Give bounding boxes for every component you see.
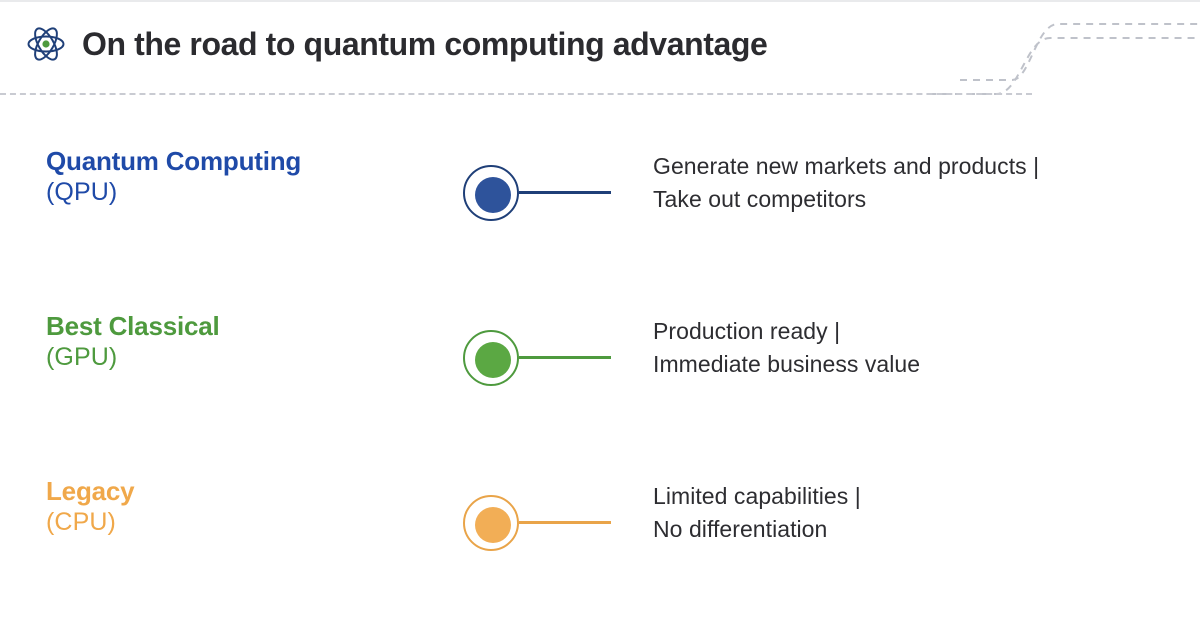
- header-divider: [0, 93, 1032, 95]
- marker-connector-line: [519, 356, 611, 359]
- tier-marker-legacy: [463, 495, 623, 557]
- tier-description-line-1: Limited capabilities |: [653, 483, 861, 509]
- top-hairline: [0, 0, 1200, 2]
- marker-connector-line: [519, 191, 611, 194]
- tier-marker-quantum-computing: [463, 165, 623, 227]
- tier-description-best-classical: Production ready | Immediate business va…: [653, 315, 1173, 380]
- tier-label-best-classical: Best Classical (GPU): [46, 311, 446, 373]
- tier-description-line-2: Immediate business value: [653, 350, 921, 377]
- tier-title: Legacy: [46, 476, 135, 506]
- header-inner: On the road to quantum computing advanta…: [26, 24, 768, 64]
- marker-connector-line: [519, 521, 611, 524]
- tier-label-quantum-computing: Quantum Computing (QPU): [46, 146, 446, 208]
- marker-ring-icon: [463, 165, 519, 221]
- tier-subtitle: (CPU): [46, 507, 116, 536]
- list-item: Legacy (CPU) Limited capabilities | No d…: [0, 476, 1200, 596]
- marker-dot-icon: [475, 177, 511, 213]
- marker-ring-icon: [463, 495, 519, 551]
- tier-title: Best Classical: [46, 311, 220, 341]
- marker-dot-icon: [475, 507, 511, 543]
- tier-description-line-1: Production ready |: [653, 318, 841, 344]
- tier-marker-best-classical: [463, 330, 623, 392]
- marker-dot-icon: [475, 342, 511, 378]
- tier-label-legacy: Legacy (CPU): [46, 476, 446, 538]
- tier-list: Quantum Computing (QPU) Generate new mar…: [0, 96, 1200, 627]
- tier-description-line-2: No differentiation: [653, 515, 828, 542]
- marker-ring-icon: [463, 330, 519, 386]
- tier-subtitle: (QPU): [46, 177, 118, 206]
- page-title: On the road to quantum computing advanta…: [82, 26, 768, 62]
- page-header: On the road to quantum computing advanta…: [0, 0, 1200, 96]
- atom-icon: [27, 27, 65, 61]
- tier-description-line-1: Generate new markets and products |: [653, 153, 1040, 179]
- header-decorative-lines: [930, 23, 1200, 95]
- tier-title: Quantum Computing: [46, 146, 302, 176]
- tier-subtitle: (GPU): [46, 342, 118, 371]
- list-item: Best Classical (GPU) Production ready | …: [0, 311, 1200, 431]
- list-item: Quantum Computing (QPU) Generate new mar…: [0, 146, 1200, 266]
- tier-description-line-2: Take out competitors: [653, 185, 867, 212]
- tier-description-quantum-computing: Generate new markets and products | Take…: [653, 150, 1173, 215]
- tier-description-legacy: Limited capabilities | No differentiatio…: [653, 480, 1173, 545]
